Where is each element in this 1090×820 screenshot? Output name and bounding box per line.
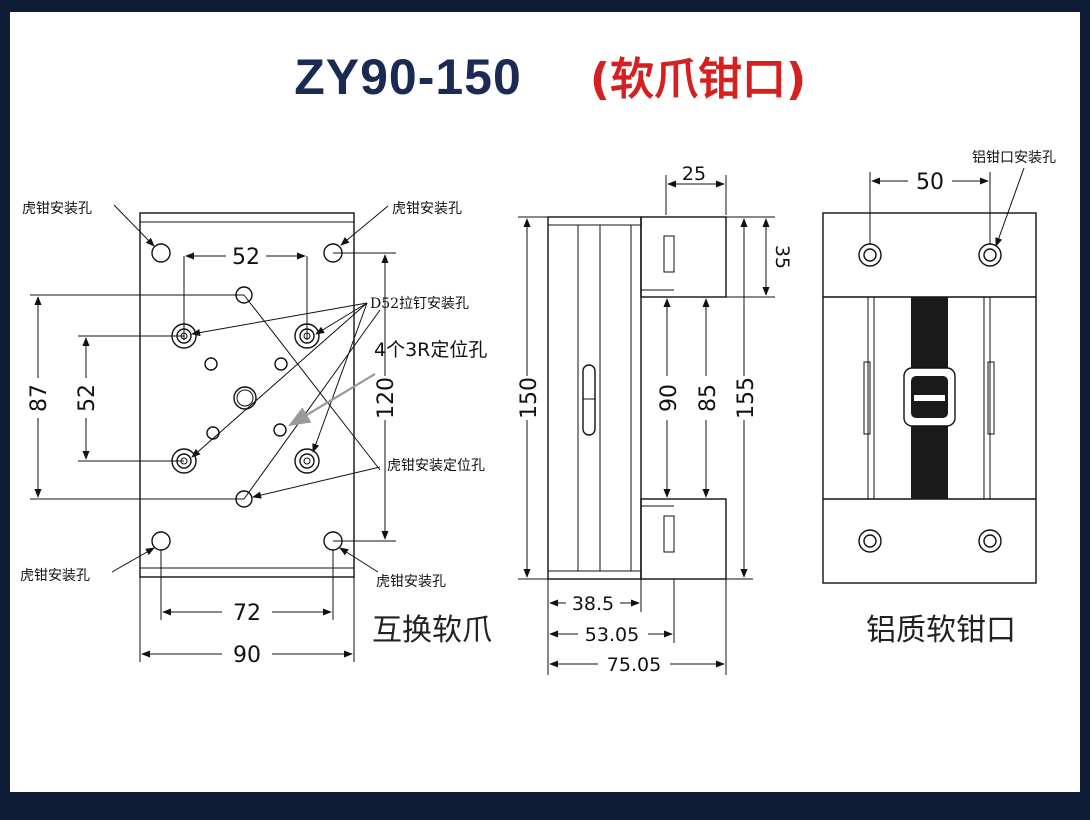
dim-53-05: 53.05 [585,624,639,646]
center-hole [233,386,257,410]
dim-90: 90 [233,643,261,668]
drawing-sheet [10,12,1080,792]
note-vise-hole-tr: 虎钳安装孔 [392,201,462,217]
note-locate-3r: 4个3R定位孔 [374,339,487,361]
dim-52-left: 52 [75,384,100,412]
note-vise-hole-bl: 虎钳安装孔 [20,568,90,584]
title-model: ZY90-150 [294,49,522,105]
locate-3r-hole [274,357,288,371]
jaw-hole [858,529,882,553]
dim-72: 72 [233,601,261,626]
dim-38-5: 38.5 [572,593,614,615]
dim-50: 50 [916,170,944,195]
dim-90-side: 90 [657,384,682,412]
side-body [547,216,642,580]
dim-85: 85 [696,384,721,412]
caption-swap-jaw: 互换软爪 [372,613,492,648]
front-view: 52 87 52 120 72 90 [20,201,492,668]
note-jaw-hole: 铝钳口安装孔 [972,150,1056,166]
front-plate [139,212,355,578]
side-jaw-top [640,216,727,298]
dim-150: 150 [517,377,542,419]
dim-75-05: 75.05 [607,654,661,676]
locate-3r-hole [273,423,287,437]
dim-87: 87 [27,384,52,412]
note-vise-locate: 虎钳安装定位孔 [387,458,485,474]
dim-25: 25 [682,163,706,185]
note-d52-hole: D52拉钉安装孔 [370,296,469,312]
jaw-view: 50 铝钳口安装孔 铝质软钳口 [822,150,1056,648]
vise-hole-tl [151,243,171,263]
side-view: 25 35 150 90 85 155 38.5 5 [517,163,793,676]
side-slot [582,364,596,436]
jaw-outline [822,212,1037,584]
jaw-hole [978,529,1002,553]
locate-3r-hole [206,426,220,440]
caption-aluminum-jaw: 铝质软钳口 [866,613,1016,648]
title-subtitle: (软爪钳口) [590,54,806,105]
dim-120: 120 [374,377,399,419]
locate-3r-hole [204,357,218,371]
note-vise-hole-br: 虎钳安装孔 [376,574,446,590]
dim-35: 35 [771,245,793,269]
dim-52-top: 52 [232,245,260,270]
side-jaw-bottom [640,498,727,580]
jaw-hole [858,243,882,267]
note-vise-hole-tl: 虎钳安装孔 [22,201,92,217]
d52-hole [294,448,320,474]
jaw-hole [978,243,1002,267]
vise-hole-bl [151,531,171,551]
dim-155: 155 [734,377,759,419]
